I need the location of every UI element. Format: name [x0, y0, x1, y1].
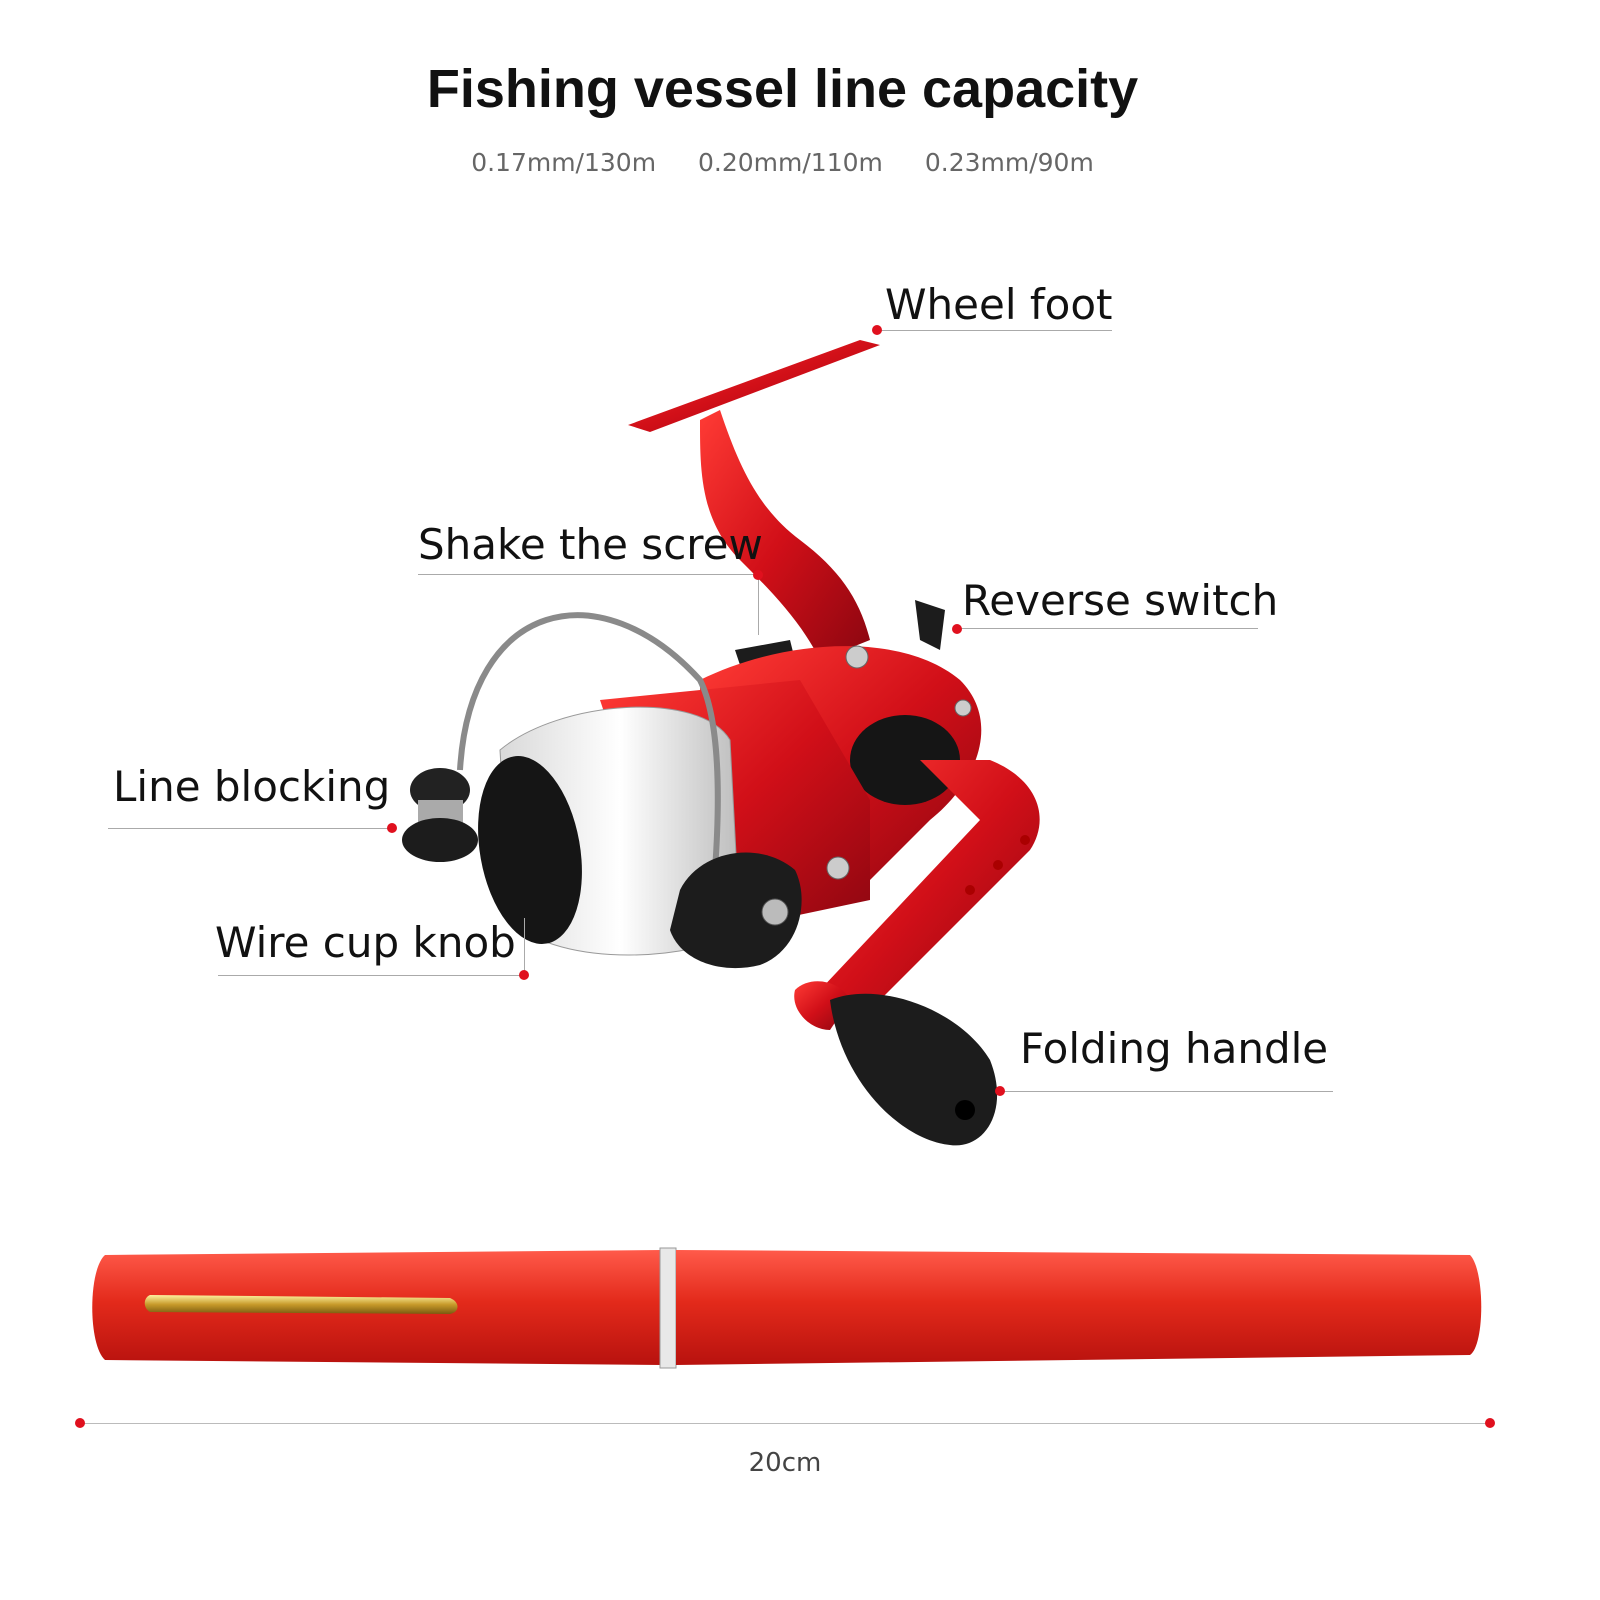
label-reverse-switch: Reverse switch	[962, 576, 1279, 625]
callout-dot	[519, 970, 529, 980]
label-shake-screw: Shake the screw	[418, 520, 763, 569]
callout-dot	[387, 823, 397, 833]
callout-dot	[952, 624, 962, 634]
callout-dot	[753, 570, 763, 580]
page-title: Fishing vessel line capacity	[426, 59, 1139, 119]
spec-item: 0.20mm/110m	[698, 148, 883, 177]
label-folding-handle: Folding handle	[1020, 1024, 1329, 1073]
pen-rod	[92, 1247, 1482, 1369]
line-capacity-specs: 0.17mm/130m 0.20mm/110m 0.23mm/90m	[0, 148, 1565, 177]
spinning-reel	[402, 340, 1040, 1146]
callout-dot	[872, 325, 882, 335]
label-line-blocking: Line blocking	[113, 762, 391, 811]
measurement-label: 20cm	[748, 1448, 822, 1478]
callout-dot	[995, 1086, 1005, 1096]
measure-dot-left	[75, 1418, 85, 1428]
spec-item: 0.23mm/90m	[924, 148, 1094, 177]
label-wire-cup-knob: Wire cup knob	[215, 918, 516, 967]
label-wheel-foot: Wheel foot	[885, 280, 1113, 329]
measure-dot-right	[1485, 1418, 1495, 1428]
spec-item: 0.17mm/130m	[471, 148, 657, 177]
